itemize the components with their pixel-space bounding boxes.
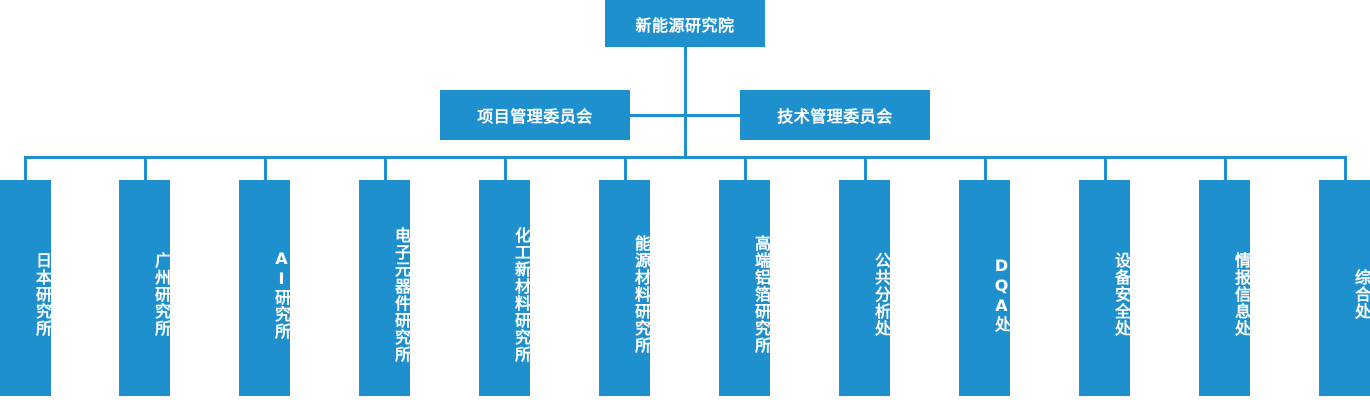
org-node-department-5-label: 化工新材料研究所 xyxy=(512,226,531,363)
connector-root-to-committee-left xyxy=(630,114,685,117)
org-node-department-11-label: 情报信息处 xyxy=(1232,252,1251,337)
connector-drop-5 xyxy=(504,156,507,180)
org-node-committee-project-management[interactable]: 项目管理委员会 xyxy=(440,90,630,140)
connector-drop-7 xyxy=(744,156,747,180)
org-node-department-3[interactable]: AI研究所 xyxy=(239,180,291,396)
org-node-department-6-label: 能源材料研究所 xyxy=(632,235,651,354)
org-node-department-11[interactable]: 情报信息处 xyxy=(1199,180,1251,396)
org-node-department-4-label: 电子元器件研究所 xyxy=(392,226,411,363)
org-node-department-12[interactable]: 综合处 xyxy=(1319,180,1370,396)
connector-drop-4 xyxy=(384,156,387,180)
connector-drop-8 xyxy=(864,156,867,180)
connector-drop-12 xyxy=(1344,156,1347,180)
org-node-department-9-label: DQA处 xyxy=(992,256,1011,333)
org-node-department-2[interactable]: 广州研究所 xyxy=(119,180,171,396)
org-node-department-5[interactable]: 化工新材料研究所 xyxy=(479,180,531,396)
org-node-department-10-label: 设备安全处 xyxy=(1112,252,1131,337)
connector-department-bus xyxy=(24,156,1346,159)
org-node-department-1-label: 日本研究所 xyxy=(33,252,52,337)
connector-drop-3 xyxy=(264,156,267,180)
connector-drop-11 xyxy=(1224,156,1227,180)
org-node-department-3-label: AI研究所 xyxy=(272,249,291,340)
org-node-department-1[interactable]: 日本研究所 xyxy=(0,180,52,396)
connector-root-stem xyxy=(684,47,687,157)
connector-drop-10 xyxy=(1104,156,1107,180)
org-node-department-6[interactable]: 能源材料研究所 xyxy=(599,180,651,396)
org-node-department-8-label: 公共分析处 xyxy=(872,252,891,337)
connector-drop-2 xyxy=(144,156,147,180)
org-node-department-7[interactable]: 高端铝箔研究所 xyxy=(719,180,771,396)
connector-drop-9 xyxy=(984,156,987,180)
org-node-department-9[interactable]: DQA处 xyxy=(959,180,1011,396)
org-node-department-4[interactable]: 电子元器件研究所 xyxy=(359,180,411,396)
org-node-department-12-label: 综合处 xyxy=(1352,269,1370,320)
connector-drop-6 xyxy=(624,156,627,180)
org-node-committee-technical-management[interactable]: 技术管理委员会 xyxy=(740,90,930,140)
org-node-department-2-label: 广州研究所 xyxy=(152,252,171,337)
org-node-root[interactable]: 新能源研究院 xyxy=(605,0,765,47)
org-node-department-10[interactable]: 设备安全处 xyxy=(1079,180,1131,396)
org-node-department-7-label: 高端铝箔研究所 xyxy=(752,235,771,354)
org-node-department-8[interactable]: 公共分析处 xyxy=(839,180,891,396)
connector-root-to-committee-right xyxy=(684,114,740,117)
connector-drop-1 xyxy=(24,156,27,180)
